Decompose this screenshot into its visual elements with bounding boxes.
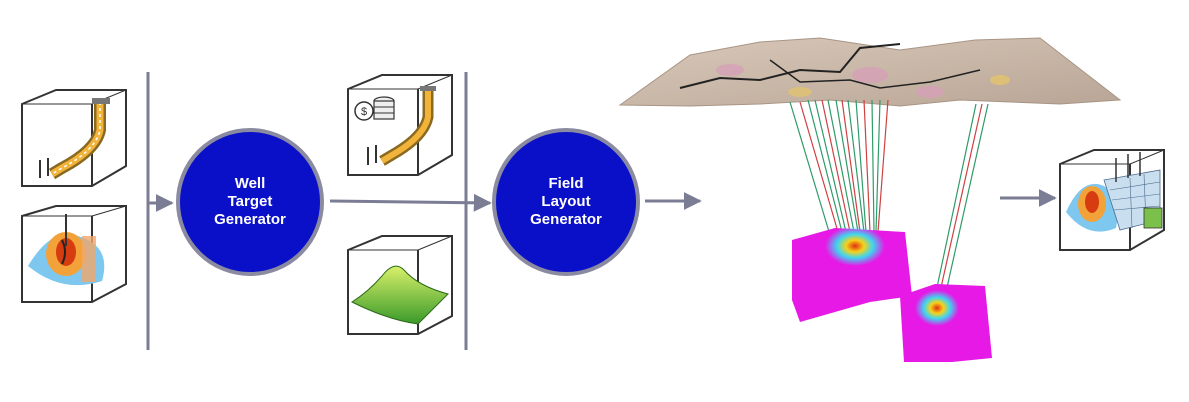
field-model-cube-icon (1059, 149, 1165, 251)
reservoir-block-2 (900, 284, 992, 362)
reservoir-block-1 (792, 226, 912, 322)
arrow-well-to-field (329, 193, 492, 212)
field-layout-generator-node: Field Layout Generator (492, 128, 640, 276)
cost-well-cube-icon: $ (347, 74, 453, 176)
well-target-generator-node: Well Target Generator (176, 128, 324, 276)
field-layout-generator-label: Field Layout Generator (530, 175, 602, 228)
well-trajectory-cube-icon (21, 89, 127, 187)
surface-grid-map (618, 37, 1122, 107)
reservoir-map-cube-icon (21, 205, 127, 303)
well-paths (789, 99, 989, 293)
svg-text:$: $ (361, 106, 367, 118)
surface-map-cube-icon (347, 235, 453, 335)
well-target-generator-label: Well Target Generator (214, 175, 286, 228)
